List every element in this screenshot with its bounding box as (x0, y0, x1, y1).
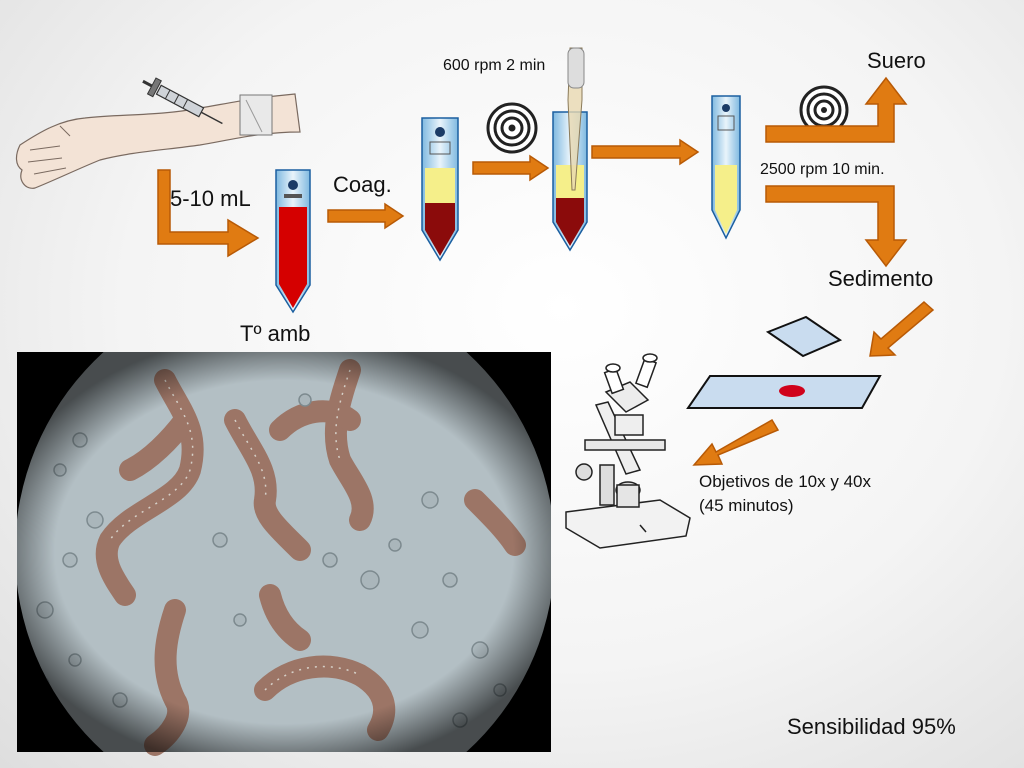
arrow-to-serum (765, 76, 908, 143)
pipette-icon (567, 47, 585, 191)
arrow-coag (327, 202, 405, 230)
arrow-slide-to-microscope (692, 418, 780, 466)
temperature-label: Tº amb (240, 321, 311, 346)
arrow-to-sediment (765, 185, 908, 268)
arm-with-syringe-icon (15, 77, 301, 189)
coagulation-label: Coag. (333, 172, 392, 197)
spin2-label: 2500 rpm 10 min. (760, 161, 885, 178)
glass-slide-icon (686, 375, 882, 409)
sediment-label: Sedimento (828, 266, 934, 291)
coverslip-icon (765, 315, 843, 358)
test-tube-serum (711, 95, 741, 240)
arrow-sediment-to-slide (869, 301, 935, 357)
microscope-icon (565, 353, 691, 549)
sensitivity-label: Sensibilidad 95% (787, 714, 956, 739)
arrow-arm-to-tube (157, 169, 260, 258)
objectives-label: Objetivos de 10x y 40x (699, 472, 871, 491)
microscopy-image (17, 352, 551, 756)
volume-label: 5-10 mL (170, 186, 251, 211)
test-tube-whole-blood (275, 169, 311, 314)
serum-label: Suero (867, 48, 926, 73)
test-tube-clotted (421, 117, 459, 262)
arrow-to-serum-tube (591, 138, 700, 166)
arrow-to-centrifuged-tube (472, 154, 550, 182)
centrifuge-spiral-icon (486, 102, 538, 154)
spin1-label: 600 rpm 2 min (443, 57, 546, 74)
duration-label: (45 minutos) (699, 496, 794, 515)
